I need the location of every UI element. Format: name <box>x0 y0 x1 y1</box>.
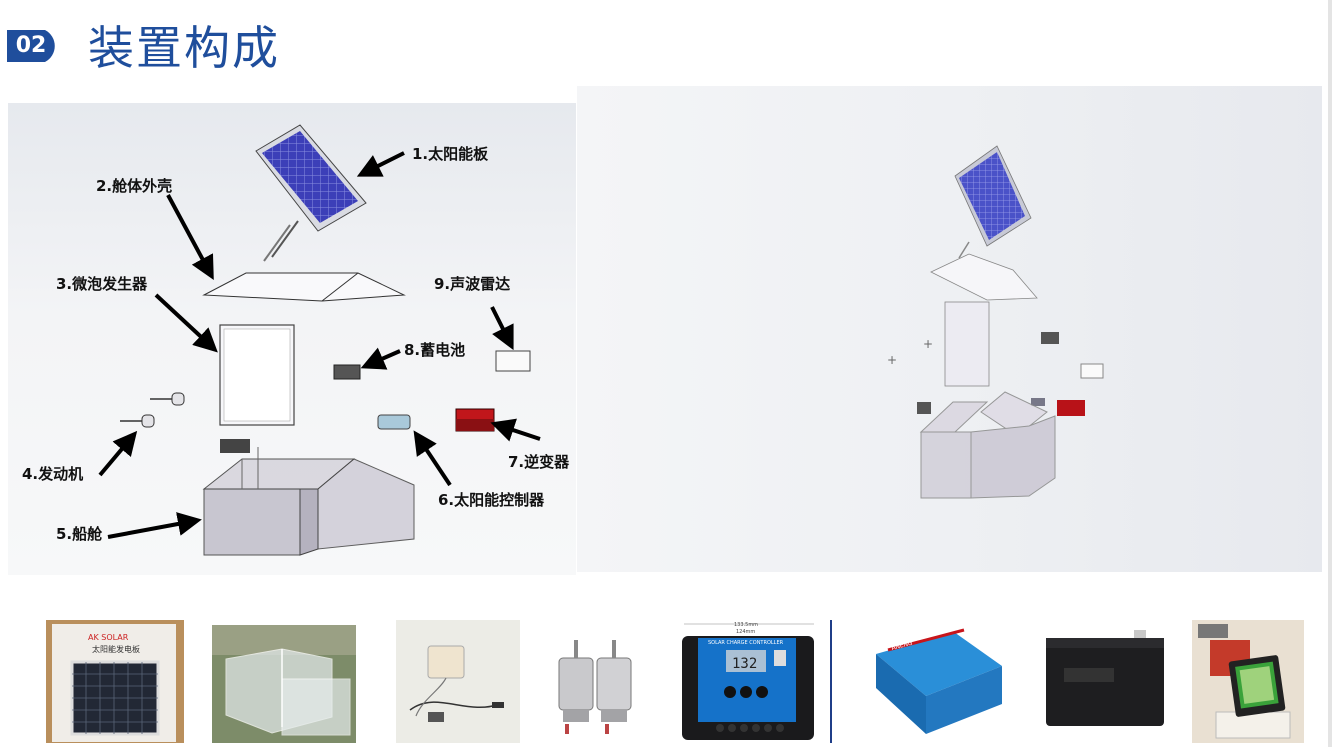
render-view: + + <box>577 86 1322 572</box>
render-radar <box>1080 363 1104 379</box>
thumb-bubble-generator-photo <box>396 620 520 743</box>
header: 02 装置构成 <box>0 0 1335 90</box>
label-hull-shell: 2.舱体外壳 <box>96 177 173 195</box>
callout-arrows <box>98 151 541 539</box>
label-motor: 4.发动机 <box>22 465 84 483</box>
label-inverter: 7.逆变器 <box>508 453 570 471</box>
svg-text:+: + <box>887 353 897 367</box>
thumb-solar-controller-photo: 133.5mm 124mm SOLAR CHARGE CONTROLLER 13… <box>664 620 832 743</box>
hull-shell-part <box>202 272 406 302</box>
thumb-brand: AK SOLAR <box>88 633 129 642</box>
thumb-acrylic-cabin-photo <box>212 625 356 743</box>
label-micro-bubble-generator: 3.微泡发生器 <box>56 275 148 293</box>
inverter-part <box>455 408 495 432</box>
micro-bubble-generator-part <box>219 324 295 426</box>
render-drawing: + + <box>887 145 1104 499</box>
controller-display: 132 <box>732 656 757 672</box>
label-battery: 8.蓄电池 <box>404 341 466 359</box>
render-controller <box>917 398 1045 414</box>
exploded-diagram: 1.太阳能板 2.舱体外壳 3.微泡发生器 4.发动机 5.船舱 6.太阳能控制… <box>8 103 576 575</box>
page-edge <box>1328 0 1332 747</box>
motor-part <box>120 392 185 428</box>
controller-title: SOLAR CHARGE CONTROLLER <box>708 640 784 646</box>
solar-panel-part <box>255 124 367 262</box>
label-solar-controller: 6.太阳能控制器 <box>438 491 545 509</box>
page-title: 装置构成 <box>88 21 280 75</box>
battery-part <box>333 364 361 380</box>
render-generator <box>944 301 990 387</box>
section-number: 02 <box>15 33 47 58</box>
render-solar-panel <box>954 145 1032 259</box>
sonar-radar-part <box>495 350 531 372</box>
svg-text:+: + <box>923 337 933 351</box>
thumb-solar-panel-photo: AK SOLAR 太阳能发电板 <box>46 620 184 743</box>
render-motors: + + <box>887 337 933 367</box>
solar-controller-part <box>377 414 411 430</box>
thumb-battery-photo <box>1042 628 1168 728</box>
thumb-inverter-photo: ANENG <box>872 626 1008 740</box>
thumb-sonar-board-photo <box>1192 620 1304 743</box>
label-solar-panel: 1.太阳能板 <box>412 145 489 163</box>
controller-dim-inner: 124mm <box>736 629 755 635</box>
render-hull-shell <box>930 253 1038 301</box>
render-inverter <box>1057 400 1085 416</box>
render-cabin <box>919 391 1056 499</box>
thumb-motors-photo <box>553 628 637 740</box>
label-cabin: 5.船舱 <box>56 525 103 543</box>
exploded-diagram-drawing <box>98 124 541 556</box>
controller-dim-outer: 133.5mm <box>734 622 758 628</box>
cabin-part <box>202 439 415 556</box>
thumb-panel-text: 太阳能发电板 <box>92 644 140 654</box>
label-sonar-radar: 9.声波雷达 <box>434 275 511 293</box>
render-battery <box>1041 332 1059 344</box>
section-badge <box>7 30 55 62</box>
